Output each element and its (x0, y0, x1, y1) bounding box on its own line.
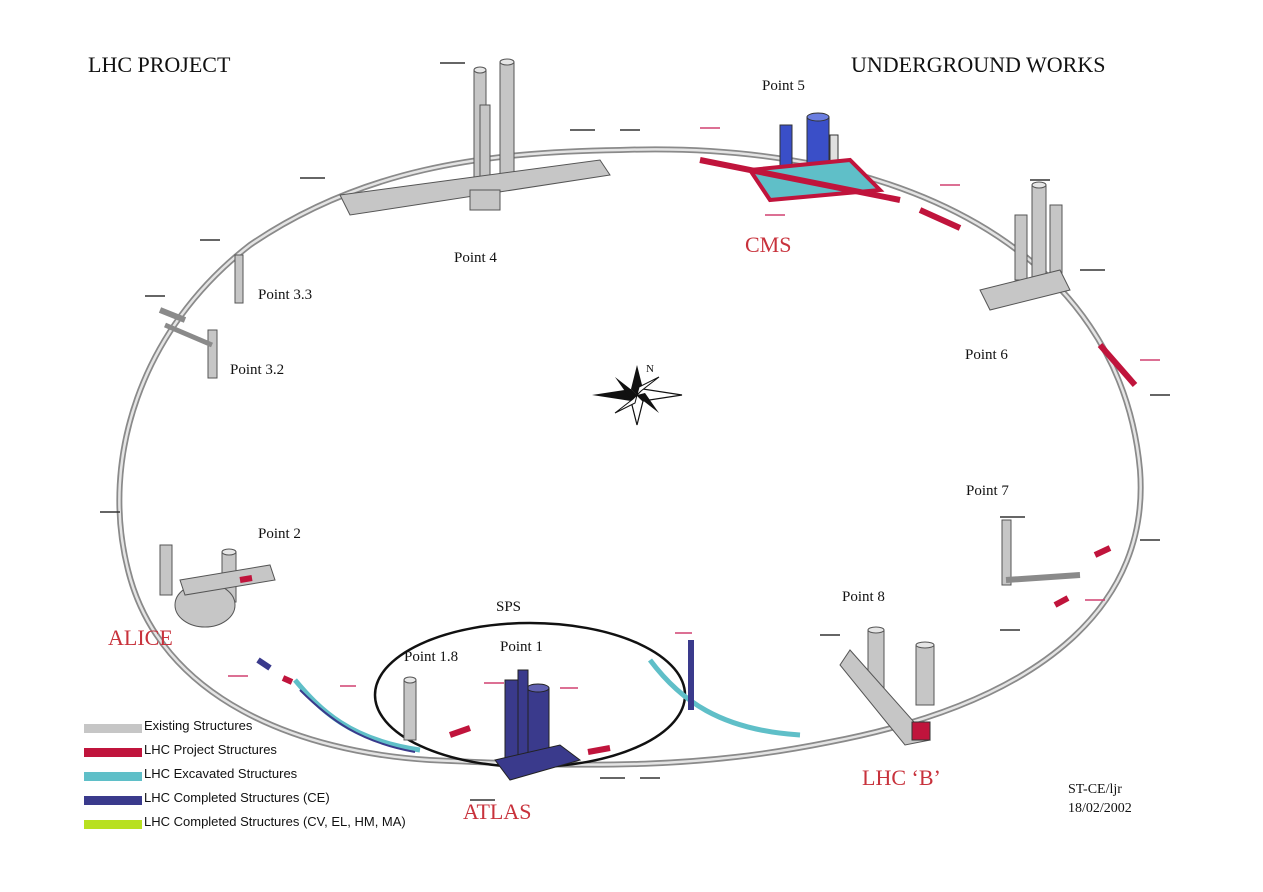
legend-swatch-excavated (84, 772, 142, 781)
lhc-ring-tunnel-inner (118, 148, 1142, 766)
legend-swatch-completed-ce (84, 796, 142, 805)
label-atlas: ATLAS (463, 799, 531, 824)
point6-structures (918, 181, 1138, 387)
credit-block: ST-CE/ljr 18/02/2002 (1068, 780, 1132, 818)
point8-structures (688, 626, 935, 746)
label-point7: Point 7 (966, 483, 1009, 499)
label-point1: Point 1 (500, 639, 543, 655)
legend-swatch-completed-cv (84, 820, 142, 829)
credit-author: ST-CE/ljr (1068, 782, 1122, 797)
title-lhc-project: LHC PROJECT (88, 52, 231, 77)
legend-label-existing: Existing Structures (144, 718, 253, 733)
sps-transfer-line-ti8 (648, 658, 801, 738)
annotation-ticks-project (228, 127, 1160, 689)
point2-structures (159, 544, 294, 685)
lhc-ring-tunnel (116, 146, 1144, 768)
label-sps: SPS (496, 599, 521, 615)
title-underground-works: UNDERGROUND WORKS (851, 52, 1106, 77)
legend-label-completed-cv: LHC Completed Structures (CV, EL, HM, MA… (144, 814, 406, 829)
legend-swatch-project (84, 748, 142, 757)
point5-structures (699, 112, 901, 203)
label-point4: Point 4 (454, 250, 497, 266)
label-point3-3: Point 3.3 (258, 287, 312, 303)
label-alice: ALICE (108, 625, 173, 650)
compass-north-label: N (646, 363, 654, 375)
label-point3-2: Point 3.2 (230, 362, 284, 378)
label-point1-8: Point 1.8 (404, 649, 458, 665)
label-point8: Point 8 (842, 589, 885, 605)
point4-structures (339, 58, 611, 216)
legend-label-project: LHC Project Structures (144, 742, 277, 757)
legend-swatch-existing (84, 724, 142, 733)
label-point2: Point 2 (258, 526, 301, 542)
legend-label-completed-ce: LHC Completed Structures (CE) (144, 790, 330, 805)
point1-structures (403, 669, 611, 781)
credit-date: 18/02/2002 (1068, 801, 1132, 816)
compass-rose (592, 365, 683, 426)
annotation-ticks (100, 62, 1170, 801)
legend-label-excavated: LHC Excavated Structures (144, 766, 298, 781)
label-cms: CMS (745, 232, 791, 257)
point3-structures (158, 254, 244, 379)
label-point5: Point 5 (762, 78, 805, 94)
point7-structures (1001, 519, 1112, 608)
label-lhcb: LHC ‘B’ (862, 765, 941, 790)
label-point6: Point 6 (965, 347, 1008, 363)
sps-transfer-line-ti2 (293, 678, 421, 753)
